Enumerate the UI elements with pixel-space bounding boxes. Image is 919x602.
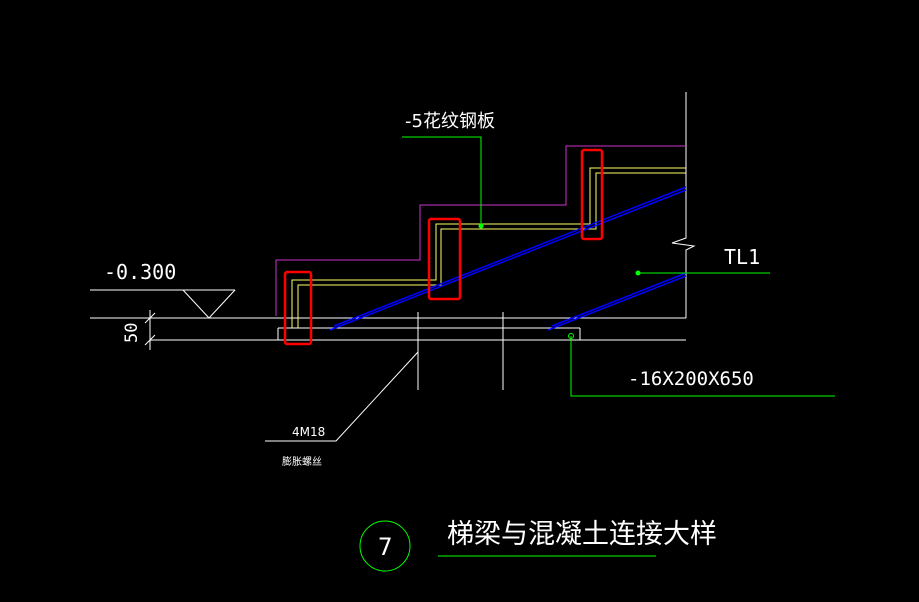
tread-plate <box>291 167 686 328</box>
concrete-slab <box>90 92 696 390</box>
detail-number: 7 <box>378 533 392 561</box>
elevation-marker <box>90 289 236 319</box>
highlight-box <box>580 148 604 241</box>
stair-outline <box>275 145 686 316</box>
embed-dot <box>568 333 574 339</box>
bolt-label: 4M18 <box>292 425 325 439</box>
dimension-50 <box>144 310 156 350</box>
stringer-slope <box>329 186 687 331</box>
plate-leader <box>402 136 482 226</box>
highlight-box <box>283 270 313 346</box>
dimension-label: 50 <box>122 323 142 343</box>
elevation-label: -0.300 <box>104 260 176 284</box>
plate-label: -5花纹钢板 <box>405 111 495 132</box>
bolt-leader <box>265 351 419 442</box>
embed-plate-label: -16X200X650 <box>628 368 754 390</box>
detail-number-circle <box>359 520 411 572</box>
highlight-boxes <box>283 148 604 346</box>
beam-label: TL1 <box>724 245 760 269</box>
embed-leader <box>570 336 835 397</box>
bolt-type-label: 膨胀螺丝 <box>282 455 322 468</box>
leaders <box>359 136 835 572</box>
highlight-box <box>427 217 462 301</box>
detail-title: 梯梁与混凝土连接大样 <box>447 519 717 550</box>
